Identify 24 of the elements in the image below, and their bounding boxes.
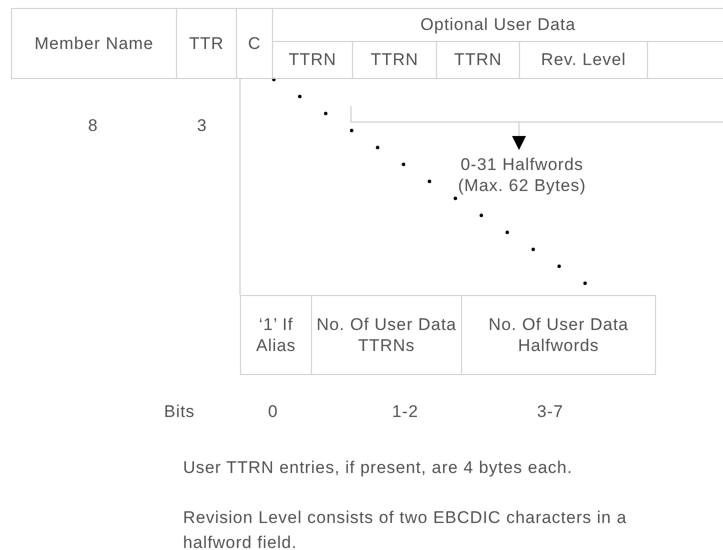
note: Revision Level consists of two EBCDIC characters in a halfword field. (183, 507, 628, 550)
bit-number: 1-2 (392, 402, 418, 422)
header-cell: TTRN (273, 42, 353, 79)
connector-line (239, 79, 241, 295)
note: User TTRN entries, if present, are 4 bytes each. (183, 457, 574, 479)
bit-field-box (240, 295, 656, 375)
header-cell: TTRN (437, 42, 520, 79)
bit-field-cell: ‘1’ If Alias (241, 296, 312, 374)
field-value: 3 (197, 116, 208, 136)
arrow (512, 122, 526, 150)
field-value: 8 (88, 116, 98, 136)
header-cell: Optional User Data (273, 8, 723, 42)
bit-number: 0 (268, 402, 278, 422)
header-cell: TTR (177, 8, 237, 79)
bracket (350, 104, 723, 123)
bits-label: Bits (164, 402, 195, 422)
bit-field-cell: No. Of User Data TTRNs (312, 296, 462, 374)
header-cell: Member Name (11, 8, 177, 79)
bit-number: 3-7 (537, 402, 564, 422)
bit-field-cell: No. Of User Data Halfwords (462, 296, 655, 374)
header-cell: C (237, 8, 273, 79)
header-cell: TTRN (353, 42, 437, 79)
length-annotation: 0-31 Halfwords (Max. 62 Bytes) (440, 150, 604, 200)
header-cell: Rev. Level (520, 42, 648, 79)
